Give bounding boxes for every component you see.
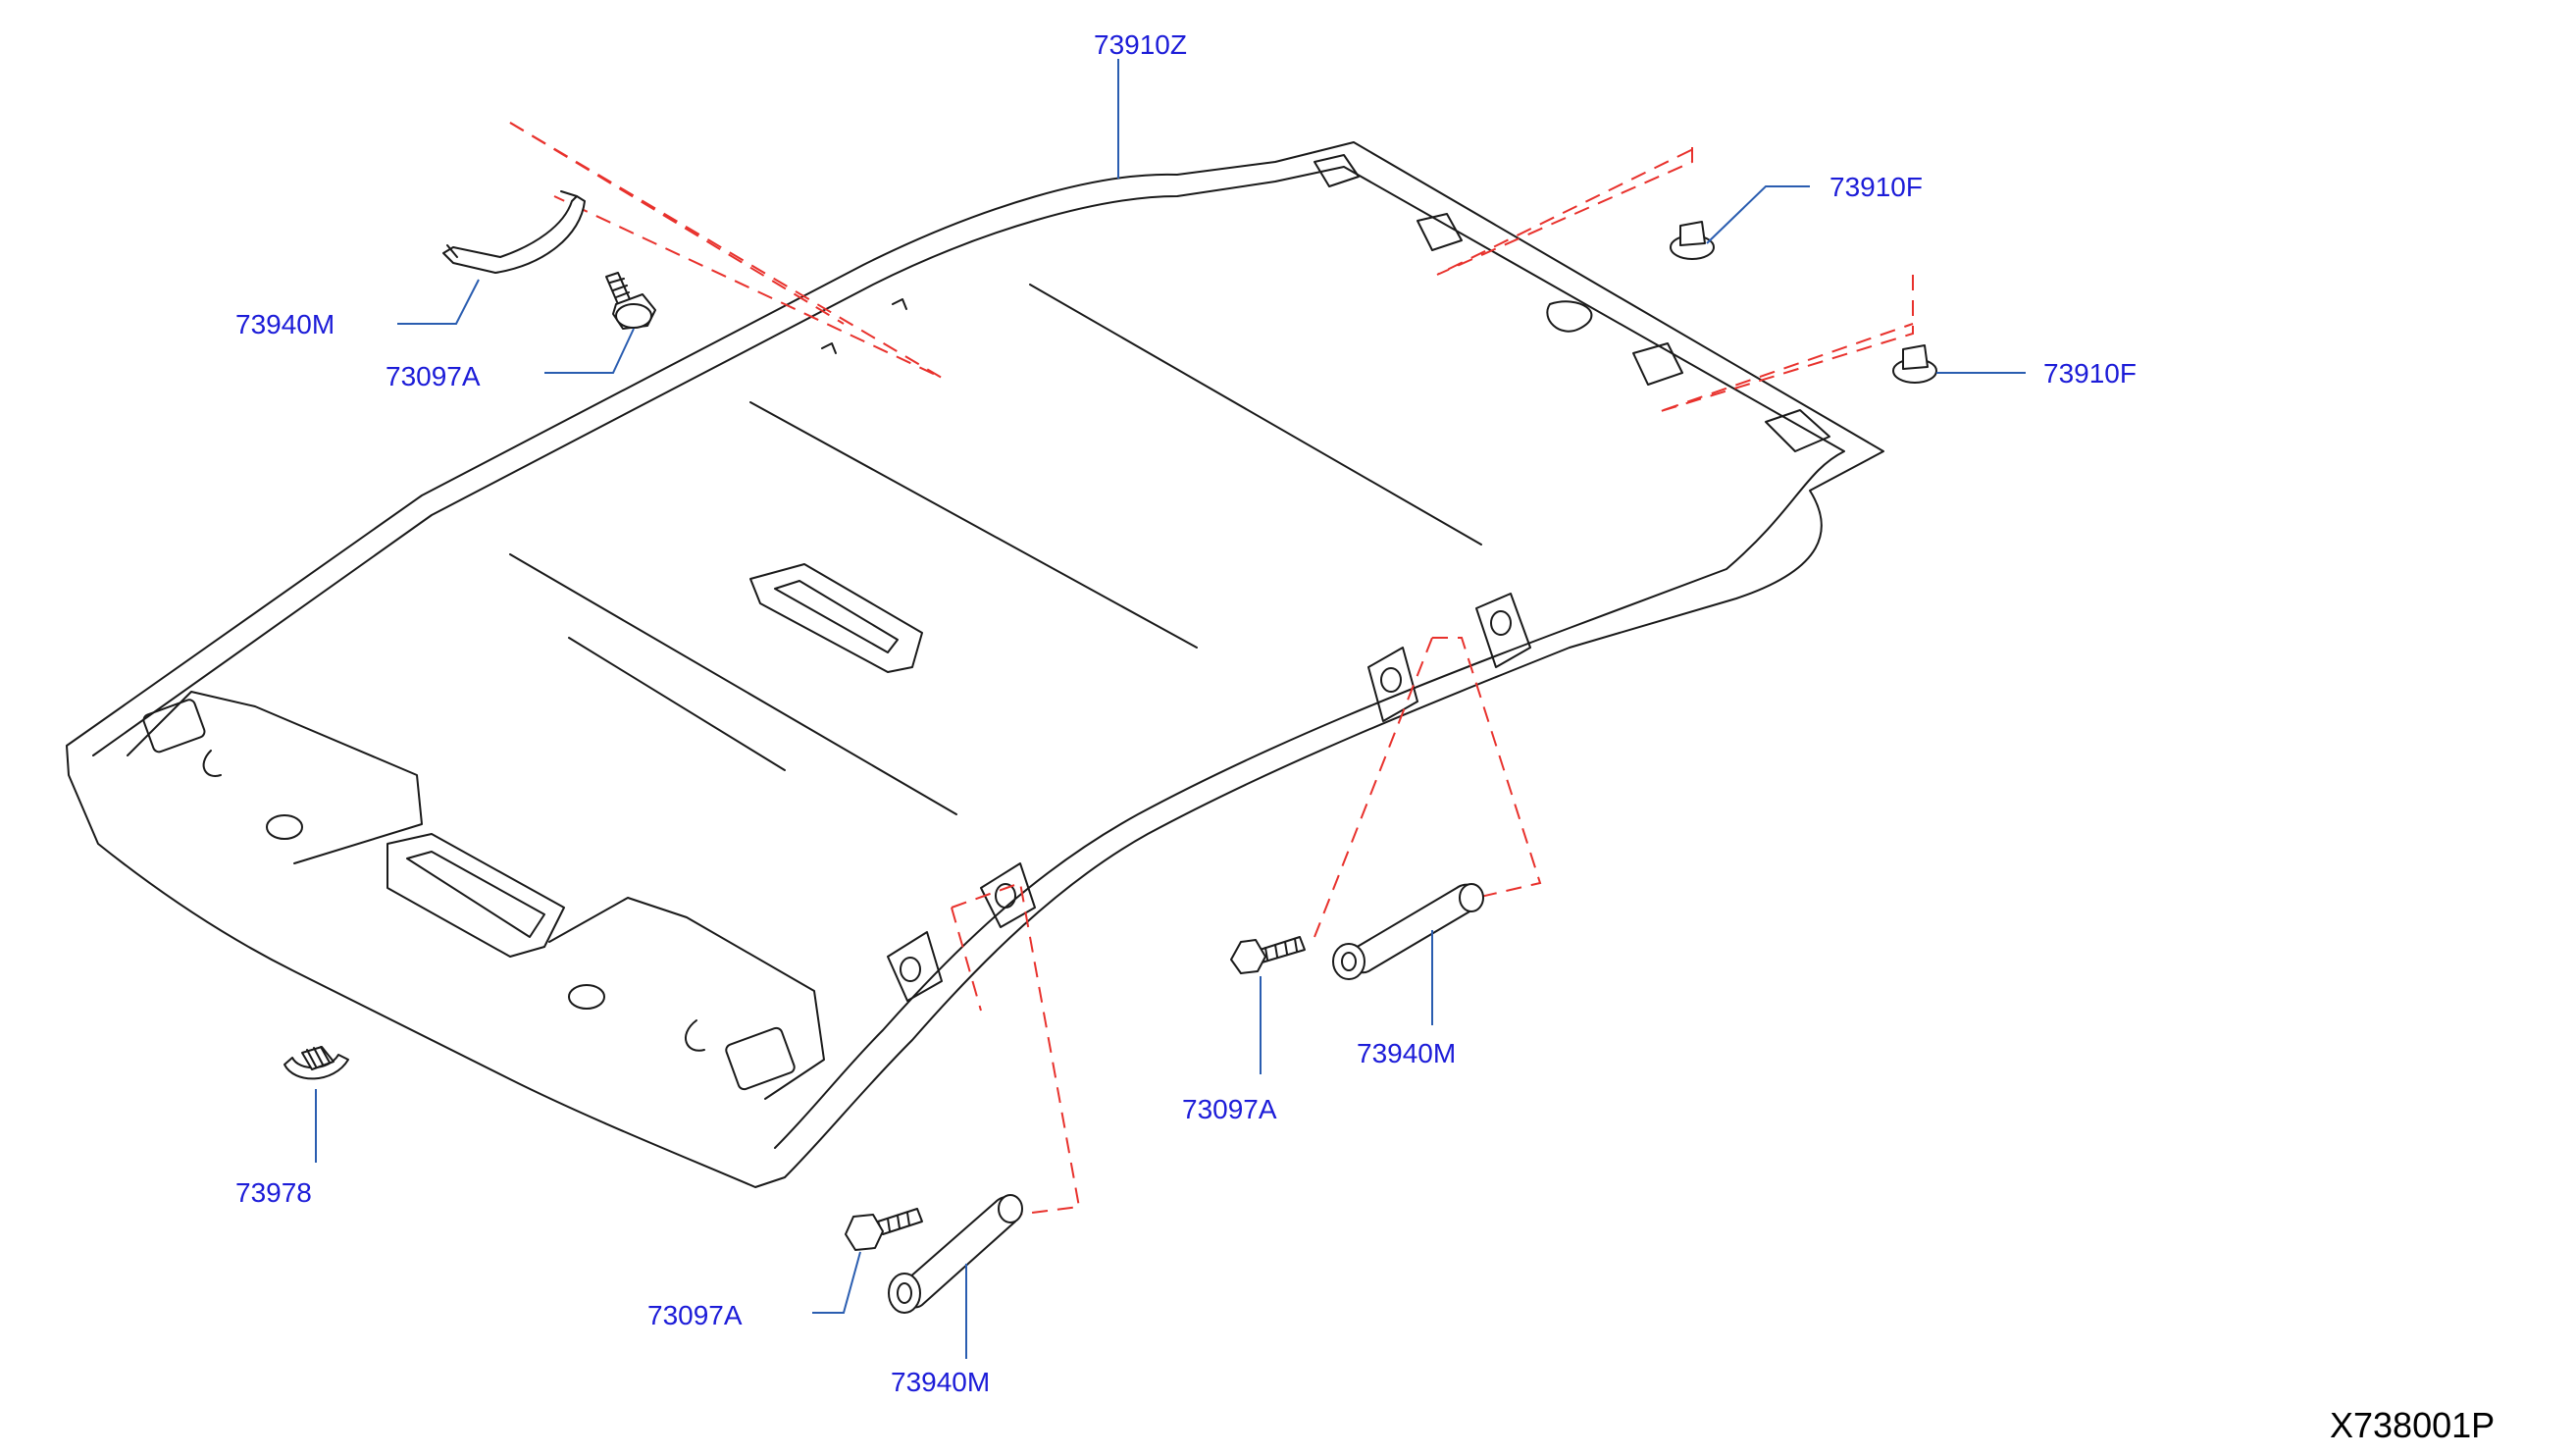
callout-screw-middle[interactable]: 73097A [1182, 1094, 1277, 1124]
guide-rear-grip-screw [509, 122, 845, 325]
leader-clip-upper [1706, 185, 1810, 244]
assist-grip-middle[interactable] [1332, 883, 1484, 980]
callout-headlining[interactable]: 73910Z [1094, 29, 1187, 60]
screw-rear-top[interactable] [605, 272, 656, 330]
headlining-panel[interactable] [66, 141, 1884, 1188]
clip-lower[interactable] [1892, 344, 1937, 384]
assist-grip-front[interactable] [888, 1194, 1023, 1314]
guide-front-grip [951, 881, 1081, 1218]
callout-hook[interactable]: 73978 [235, 1177, 312, 1208]
callout-assist-grip-middle[interactable]: 73940M [1357, 1038, 1456, 1068]
diagram-code: X738001P [2330, 1405, 2495, 1445]
callout-screw-rear-top[interactable]: 73097A [386, 361, 481, 391]
leader-lines [315, 59, 2026, 1359]
leader-screw-front [812, 1251, 861, 1314]
assist-grip-rear-top[interactable] [442, 190, 586, 274]
screw-middle[interactable] [1230, 936, 1306, 974]
leader-screw-rear-top [544, 328, 635, 374]
callout-assist-grip-rear-top[interactable]: 73940M [235, 309, 335, 339]
guide-middle-grip [1314, 637, 1542, 938]
hook-part[interactable] [283, 1046, 349, 1080]
leader-assist-grip-rear-top [397, 279, 480, 325]
guide-clip-lower [1657, 275, 1914, 413]
assembly-guide-lines [509, 122, 1914, 1218]
callout-assist-grip-front[interactable]: 73940M [891, 1367, 990, 1397]
callout-screw-front[interactable]: 73097A [647, 1300, 743, 1330]
clip-upper[interactable] [1670, 221, 1715, 260]
callout-clip-lower[interactable]: 73910F [2043, 358, 2137, 389]
screw-front[interactable] [845, 1208, 923, 1251]
callout-clip-upper[interactable]: 73910F [1829, 172, 1923, 202]
guide-clip-upper [1436, 146, 1698, 276]
guide-rear-grip [509, 122, 943, 379]
callout-labels: 73910Z 73910F 73910F 73940M 73097A 73097… [235, 29, 2137, 1397]
